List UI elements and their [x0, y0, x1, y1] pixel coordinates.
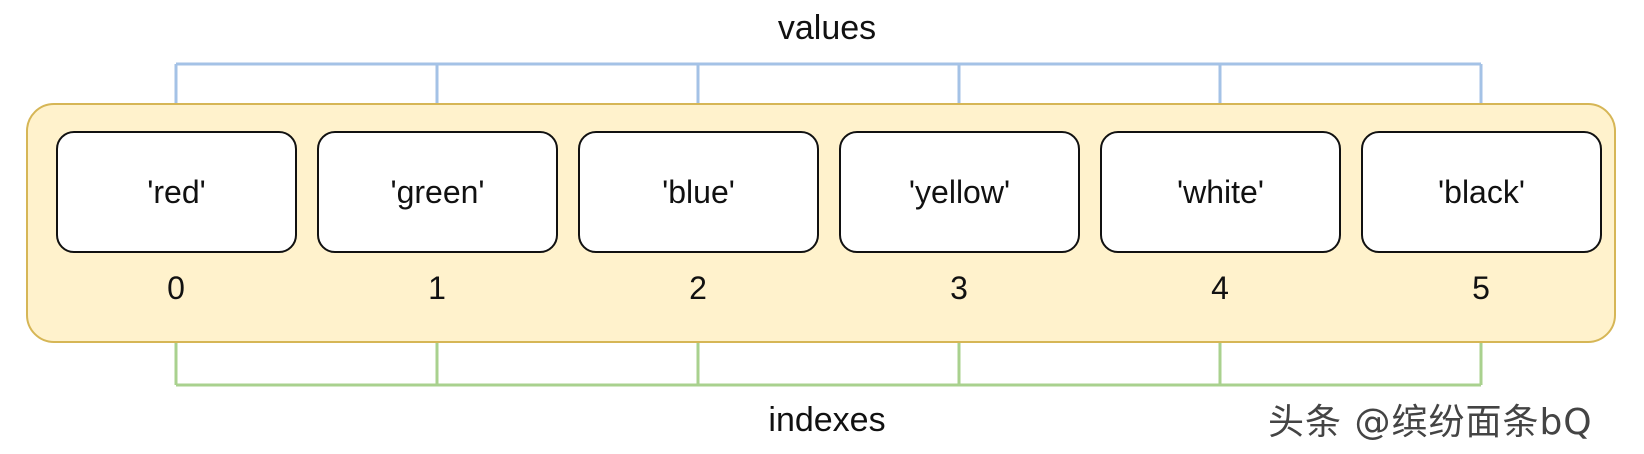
index-label-5: 5 — [1472, 270, 1490, 306]
array-cell-4: 'white' — [1100, 131, 1341, 253]
array-cell-2: 'blue' — [578, 131, 819, 253]
index-label-3: 3 — [950, 270, 968, 306]
index-label-1: 1 — [428, 270, 446, 306]
indexes-label: indexes — [768, 401, 886, 439]
array-cell-1: 'green' — [317, 131, 558, 253]
index-label-4: 4 — [1211, 270, 1229, 306]
index-label-0: 0 — [167, 270, 185, 306]
index-label-2: 2 — [689, 270, 707, 306]
array-cell-3: 'yellow' — [839, 131, 1080, 253]
watermark-text: 头条 @缤纷面条bQ — [1268, 402, 1593, 443]
array-cell-5: 'black' — [1361, 131, 1602, 253]
array-cell-0: 'red' — [56, 131, 297, 253]
values-label: values — [777, 9, 877, 47]
